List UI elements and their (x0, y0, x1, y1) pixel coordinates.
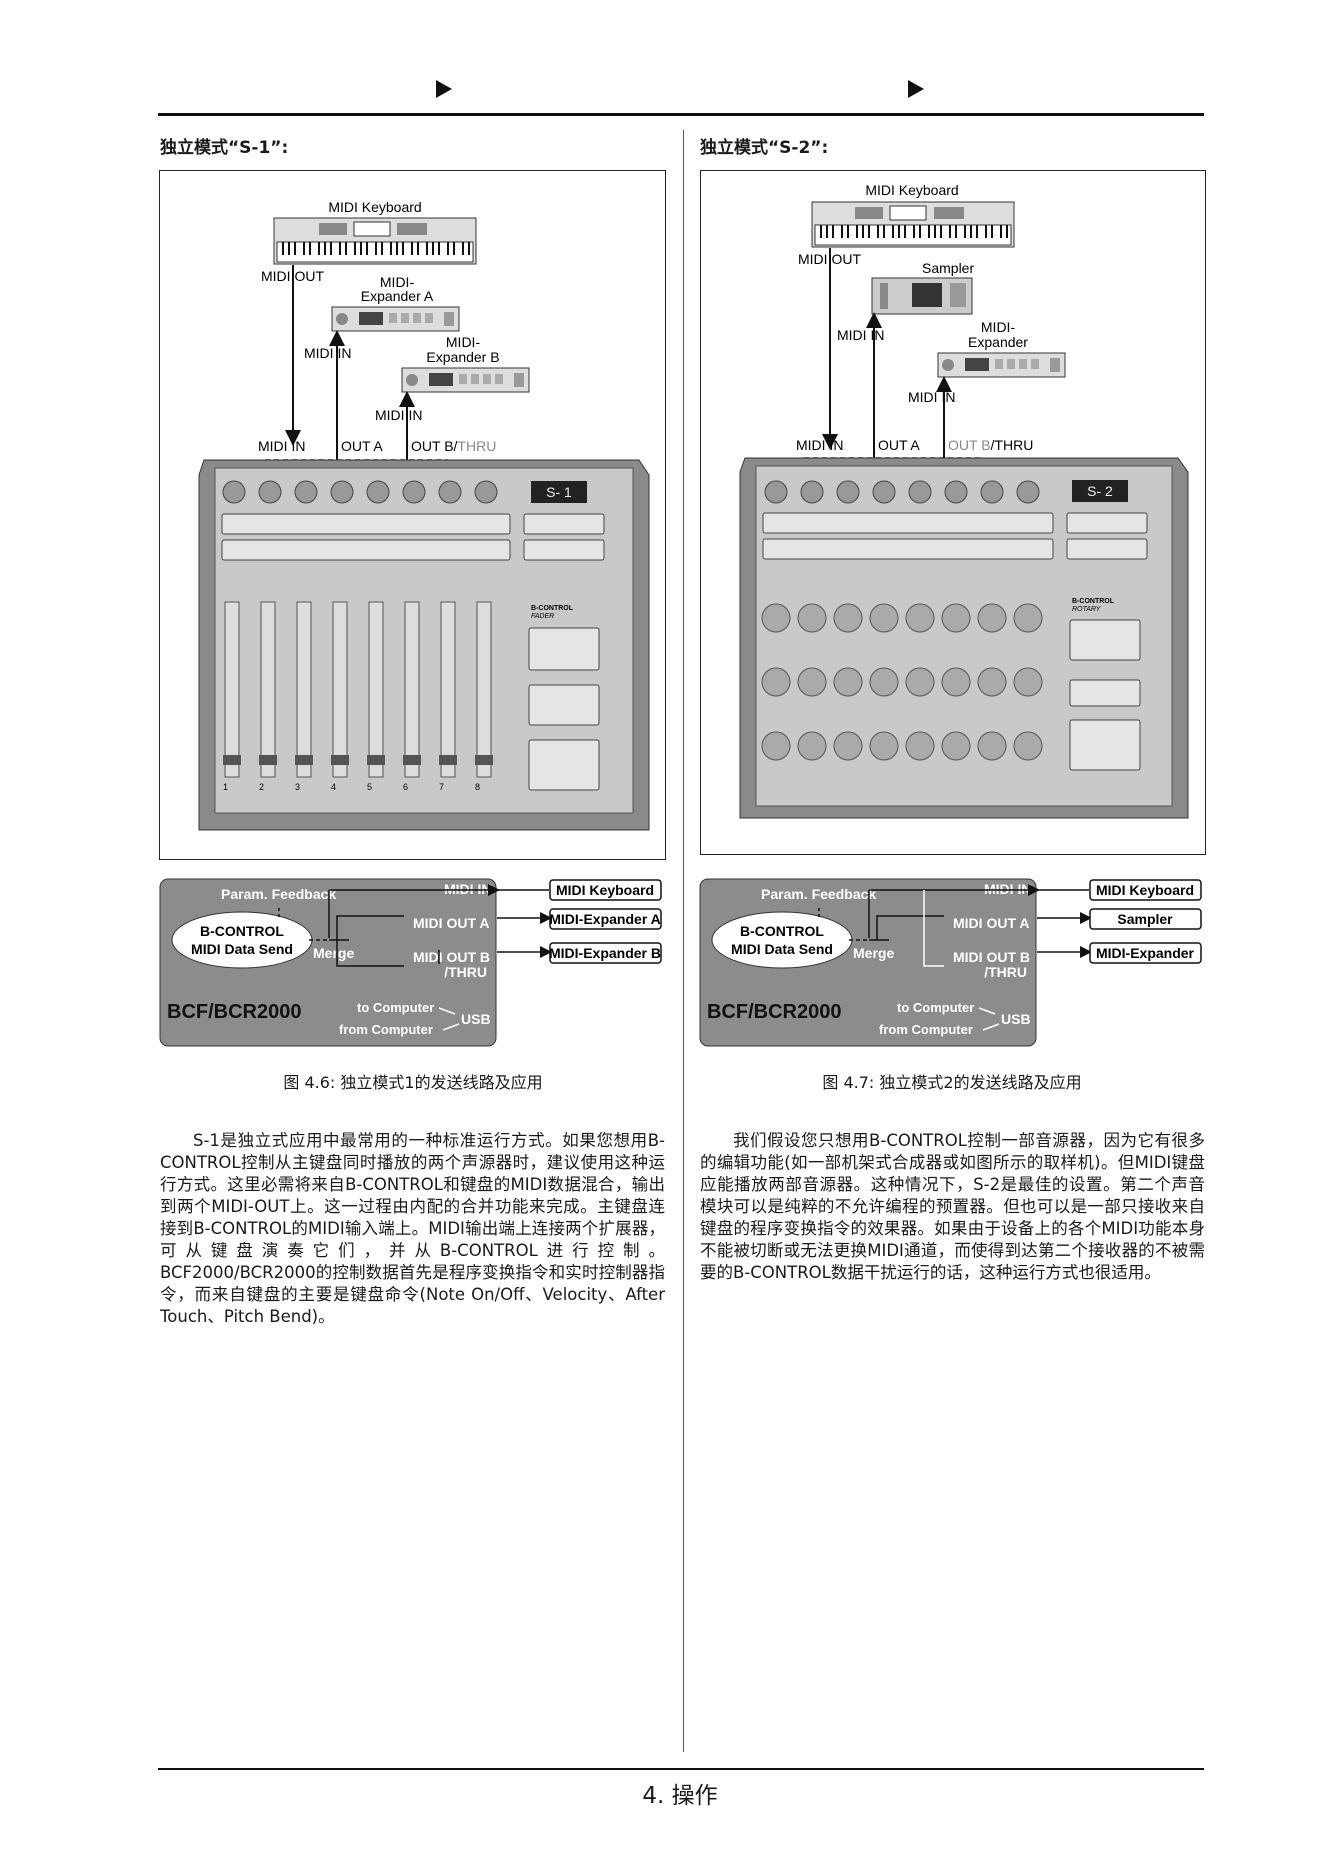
midi-expander-b-device (402, 368, 529, 392)
footer-rule (158, 1768, 1204, 1770)
usb-label: USB (461, 1011, 491, 1027)
fader-number: 1 (223, 782, 228, 792)
s1-setup-diagram: MIDI Keyboard MIDI OUT MIDI- Expander A … (159, 170, 666, 860)
thru-label: /THRU (444, 964, 487, 980)
usb-label: USB (1001, 1011, 1031, 1027)
midi-in-expander-label: MIDI IN (908, 389, 955, 405)
model-logo: B-CONTROL (531, 605, 574, 612)
midi-in-sampler-label: MIDI IN (837, 327, 884, 343)
ellipse-text-1: B-CONTROL (200, 923, 284, 939)
merge-label: Merge (313, 945, 354, 961)
fader-number: 4 (331, 782, 336, 792)
midi-in-a-label: MIDI IN (304, 345, 351, 361)
fader-number: 6 (403, 782, 408, 792)
box-in-label: MIDI Keyboard (1096, 882, 1194, 898)
column-divider (683, 130, 684, 1752)
submodel-logo: FADER (531, 613, 554, 620)
expander-b-label-1: MIDI- (446, 334, 481, 350)
fader-number: 3 (295, 782, 300, 792)
param-feedback-label: Param. Feedback (761, 886, 876, 902)
expander-a-label-2: Expander A (361, 288, 434, 304)
to-computer-label: to Computer (897, 1000, 974, 1015)
midi-expander-device (938, 353, 1065, 377)
thru-label: /THRU (984, 964, 1027, 980)
port-out-b: OUT B/THRU (411, 438, 496, 454)
device-name: BCF/BCR2000 (167, 1001, 301, 1023)
port-midi-in: MIDI IN (796, 437, 843, 453)
expander-b-label-2: Expander B (426, 349, 499, 365)
to-computer-label: to Computer (357, 1000, 434, 1015)
section-title-s1: 独立模式“S-1”: (160, 133, 288, 158)
midi-out-b-label: MIDI OUT B (953, 949, 1030, 965)
box-b-label: MIDI-Expander (1096, 945, 1195, 961)
port-midi-in: MIDI IN (258, 438, 305, 454)
box-in-label: MIDI Keyboard (556, 882, 654, 898)
midi-in-label: MIDI IN (984, 881, 1031, 897)
page-section-title: 4. 操作 (580, 1776, 780, 1810)
midi-keyboard-device (812, 202, 1014, 247)
midi-expander-a-device (332, 307, 459, 331)
section-title-s2: 独立模式“S-2”: (700, 133, 828, 158)
box-a-label: MIDI-Expander A (549, 911, 661, 927)
device-name: BCF/BCR2000 (707, 1001, 841, 1023)
port-out-b: OUT B/THRU (948, 437, 1033, 453)
led-display: S- 2 (1087, 483, 1113, 499)
paragraph-s1: S-1是独立式应用中最常用的一种标准运行方式。如果您想用B-CONTROL控制从… (160, 1130, 665, 1328)
data-send-ellipse (172, 912, 312, 968)
expander-label-2: Expander (968, 334, 1028, 350)
header-rule (158, 113, 1204, 116)
figure-caption-4-6: 图 4.6: 独立模式1的发送线路及应用 (163, 1069, 663, 1093)
figure-caption-4-7: 图 4.7: 独立模式2的发送线路及应用 (702, 1069, 1202, 1093)
port-out-a: OUT A (341, 438, 383, 454)
midi-out-a-label: MIDI OUT A (953, 915, 1029, 931)
data-send-ellipse (712, 912, 852, 968)
submodel-logo: ROTARY (1072, 606, 1102, 613)
play-arrow-icon (436, 80, 452, 98)
paragraph-s2: 我们假设您只想用B-CONTROL控制一部音源器，因为它有很多的编辑功能(如一部… (700, 1130, 1205, 1284)
led-display: S- 1 (546, 484, 572, 500)
midi-in-label: MIDI IN (444, 881, 491, 897)
merge-label: Merge (853, 945, 894, 961)
bcr2000-controller: S- 2 B-CONTROL ROTARY (740, 458, 1188, 818)
play-arrow-icon (908, 80, 924, 98)
expander-label-1: MIDI- (981, 319, 1016, 335)
ellipse-text-1: B-CONTROL (740, 923, 824, 939)
keyboard-label: MIDI Keyboard (865, 182, 958, 198)
ellipse-text-2: MIDI Data Send (731, 941, 833, 957)
fader-number: 2 (259, 782, 264, 792)
ellipse-text-2: MIDI Data Send (191, 941, 293, 957)
keyboard-label: MIDI Keyboard (328, 199, 421, 215)
box-a-label: Sampler (1117, 911, 1173, 927)
midi-out-a-label: MIDI OUT A (413, 915, 489, 931)
model-logo: B-CONTROL (1072, 598, 1115, 605)
s2-routing-diagram: B-CONTROL MIDI Data Send Param. Feedback… (699, 878, 1209, 1048)
port-out-a: OUT A (878, 437, 920, 453)
box-b-label: MIDI-Expander B (549, 945, 661, 961)
from-computer-label: from Computer (879, 1022, 973, 1037)
s1-routing-diagram: B-CONTROL MIDI Data Send Param. Feedback… (159, 878, 669, 1048)
from-computer-label: from Computer (339, 1022, 433, 1037)
fader-number: 8 (475, 782, 480, 792)
sampler-device (872, 278, 972, 314)
s2-setup-diagram: MIDI Keyboard MIDI OUT Sampler MIDI IN M… (700, 170, 1206, 855)
midi-out-b-label: MIDI OUT B (413, 949, 490, 965)
midi-in-b-label: MIDI IN (375, 407, 422, 423)
param-feedback-label: Param. Feedback (221, 886, 336, 902)
bcf2000-controller: S- 1 B-CONTROL FADER 1 2 3 4 5 6 7 8 (199, 460, 649, 830)
sampler-label: Sampler (922, 260, 974, 276)
midi-keyboard-device (274, 218, 476, 264)
fader-number: 5 (367, 782, 372, 792)
fader-number: 7 (439, 782, 444, 792)
